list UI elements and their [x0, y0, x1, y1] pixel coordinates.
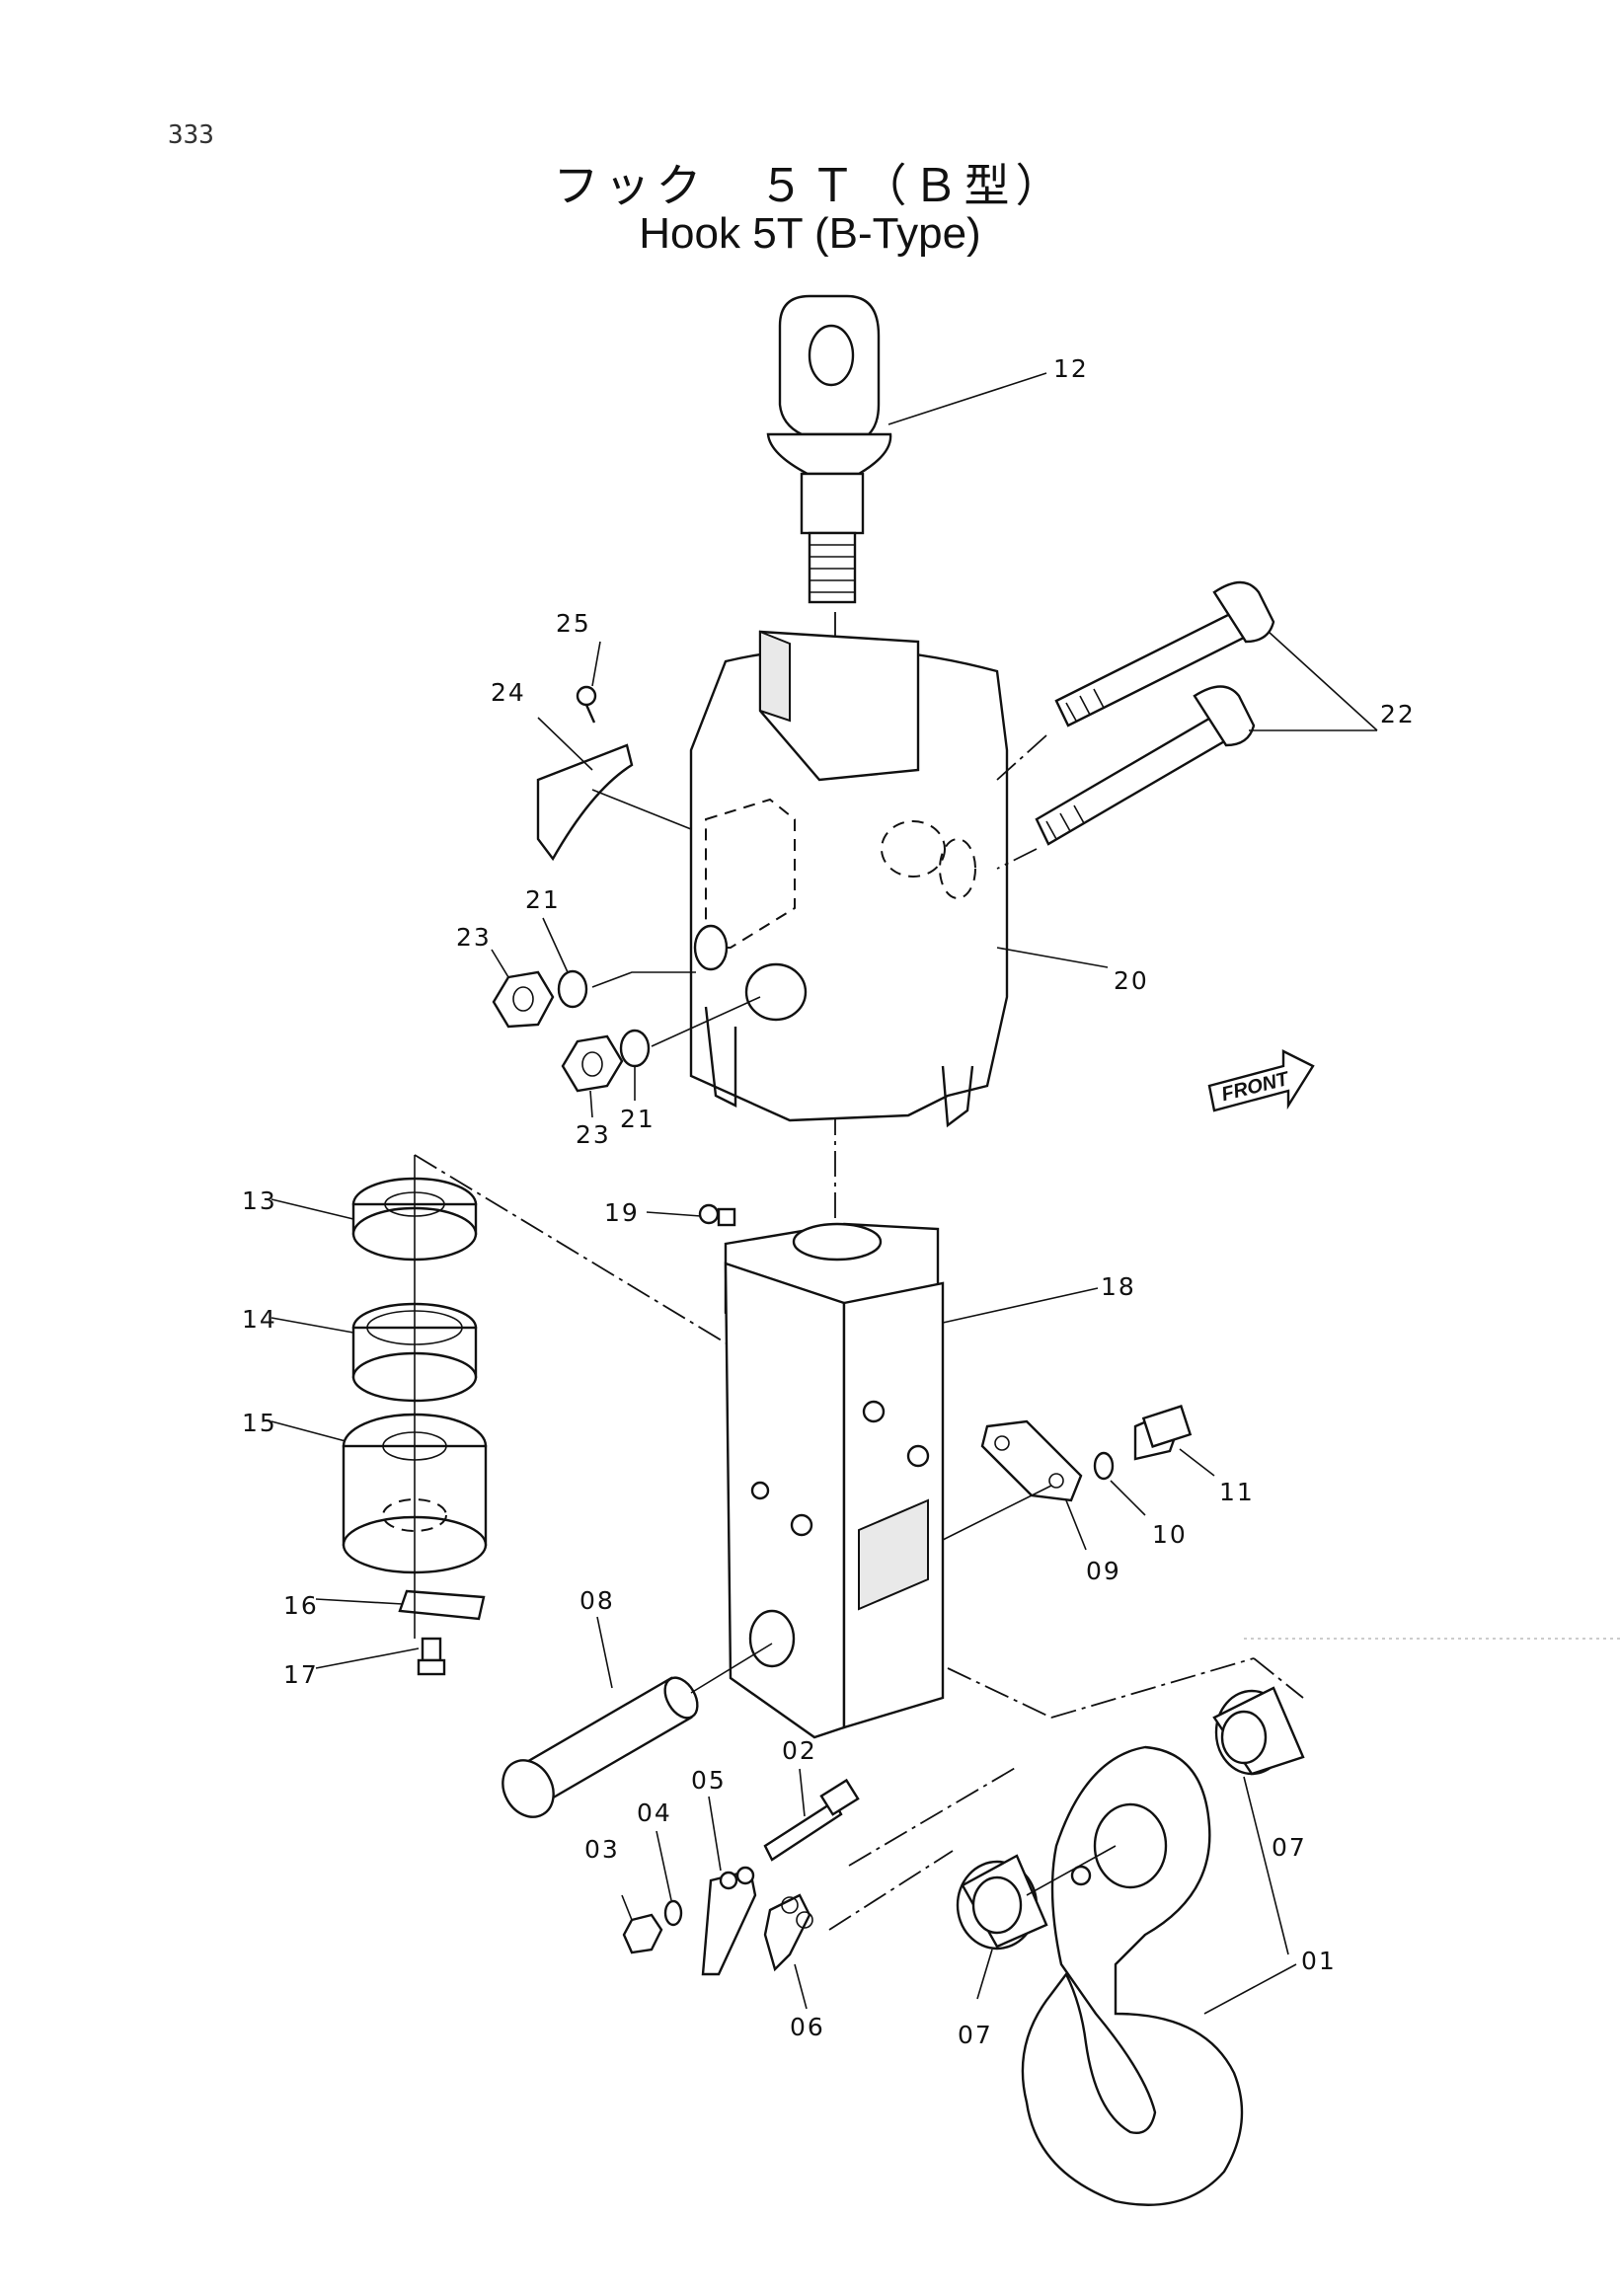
- callout-02: 02: [782, 1736, 817, 1765]
- callout-07-left: 07: [958, 2021, 993, 2049]
- callout-05: 05: [691, 1766, 727, 1795]
- callout-23-lower: 23: [576, 1120, 611, 1149]
- callout-23-upper: 23: [456, 923, 492, 952]
- callout-08: 08: [579, 1586, 615, 1615]
- part-25-screw: [576, 685, 597, 724]
- callout-labels: 12 22 25 24 21 23 20 23 21 13 19 18 14 1…: [242, 354, 1416, 2049]
- callout-16: 16: [283, 1591, 319, 1620]
- callout-12: 12: [1053, 354, 1089, 383]
- callout-20: 20: [1114, 966, 1149, 995]
- part-19-grease-nipple: [698, 1203, 736, 1227]
- part-02-bolt: [763, 1778, 860, 1862]
- part-18-frame: [724, 1222, 1304, 1739]
- part-07-bushing-a: [956, 1854, 1048, 1951]
- callout-15: 15: [242, 1409, 277, 1437]
- part-04-washer: [663, 1899, 683, 1927]
- part-03-nut: [622, 1913, 663, 1954]
- front-direction-marker: FRONT: [1207, 1049, 1315, 1112]
- part-11-bolt: [1133, 1405, 1193, 1461]
- part-08-pin: [501, 1643, 773, 1818]
- callout-22: 22: [1380, 700, 1416, 728]
- callout-24: 24: [491, 678, 526, 707]
- hook-axis: [1026, 1845, 1117, 1896]
- part-09-plate: [980, 1419, 1083, 1502]
- pin-link-2: [848, 1766, 1018, 1867]
- callout-11: 11: [1219, 1478, 1255, 1506]
- callout-21-upper: 21: [525, 885, 561, 914]
- pin-link: [828, 1850, 954, 1931]
- callout-13: 13: [242, 1186, 277, 1215]
- part-12-eye-shaft: [766, 294, 892, 604]
- callout-25: 25: [556, 609, 591, 638]
- part-17-screw: [417, 1637, 446, 1676]
- callout-21-lower: 21: [620, 1105, 656, 1133]
- part-21-23-upper: [492, 969, 696, 1029]
- leader-lines: [270, 372, 1297, 2015]
- callout-03: 03: [584, 1835, 620, 1864]
- part-24-plate: [536, 743, 692, 862]
- part-05-bracket: [701, 1866, 757, 1976]
- part-07-bushing-b: [1212, 1686, 1305, 1776]
- callout-17: 17: [283, 1660, 319, 1689]
- title-japanese: フック ５Ｔ（Ｂ型）: [553, 159, 1067, 212]
- callout-01: 01: [1301, 1947, 1337, 1975]
- part-06-spring: [763, 1893, 813, 1972]
- callout-18: 18: [1101, 1272, 1136, 1301]
- callout-06: 06: [790, 2013, 825, 2041]
- part-16-lock-plate: [398, 1589, 486, 1621]
- part-01-hook: [1021, 1745, 1244, 2206]
- page-number: 333: [168, 120, 214, 150]
- callout-07-right: 07: [1272, 1833, 1307, 1862]
- callout-04: 04: [637, 1799, 672, 1827]
- part-22-bolts: [996, 580, 1378, 870]
- title-english: Hook 5T (B-Type): [639, 209, 981, 258]
- part-20-housing: [689, 630, 1009, 1128]
- callout-09: 09: [1086, 1557, 1121, 1585]
- callout-10: 10: [1152, 1520, 1188, 1549]
- part-10-washer: [1093, 1451, 1115, 1481]
- callout-19: 19: [604, 1198, 640, 1227]
- callout-14: 14: [242, 1305, 277, 1334]
